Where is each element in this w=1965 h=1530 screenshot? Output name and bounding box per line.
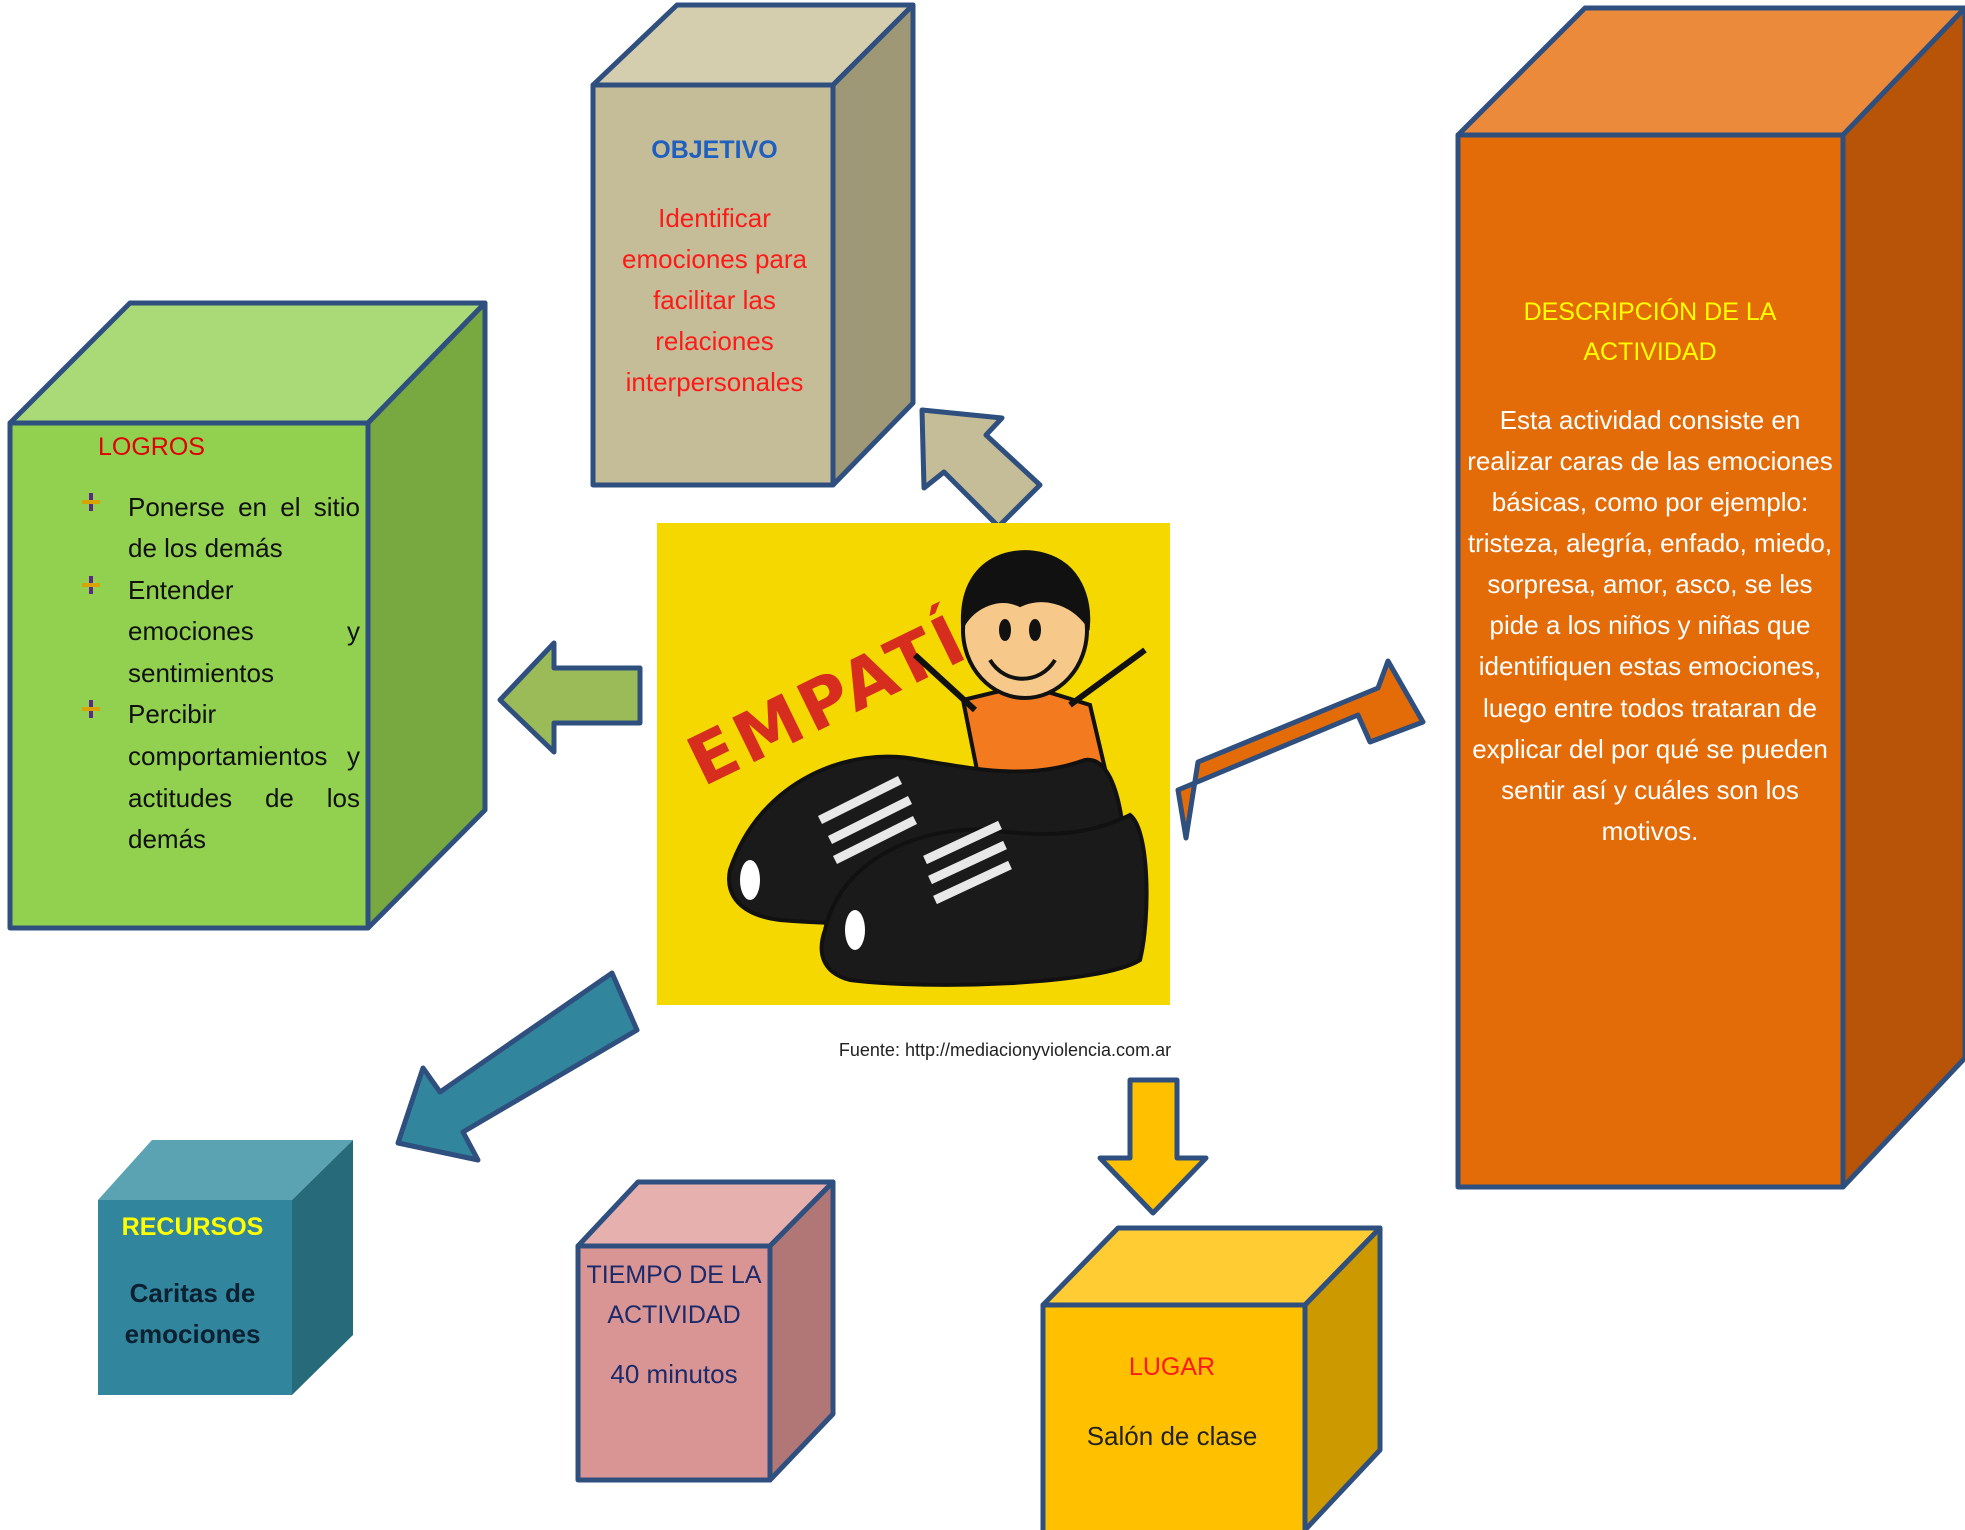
bullet-icon xyxy=(82,700,100,719)
recursos-title: RECURSOS xyxy=(121,1213,264,1241)
empatia-illustration: EMPATÍA xyxy=(657,523,1170,1005)
descripcion-text: Esta actividad consiste en realizar cara… xyxy=(1467,405,1833,846)
tiempo-title: TIEMPO DE LA ACTIVIDAD xyxy=(586,1261,762,1329)
logros-box xyxy=(7,300,488,931)
lugar-title: LUGAR xyxy=(1128,1353,1216,1381)
arrow-to-objetivo xyxy=(919,407,1043,529)
logros-list: Ponerse en el sitio de los demás Entende… xyxy=(30,487,360,861)
recursos-box xyxy=(98,1140,353,1395)
descripcion-box xyxy=(1455,5,1965,1190)
tiempo-content: TIEMPO DE LA ACTIVIDAD 40 minutos xyxy=(580,1255,768,1393)
descripcion-title: DESCRIPCIÓN DE LA ACTIVIDAD xyxy=(1523,298,1777,366)
lugar-box xyxy=(1040,1225,1383,1530)
objetivo-title: OBJETIVO xyxy=(651,136,778,164)
lugar-content: LUGAR Salón de clase xyxy=(1042,1350,1302,1454)
recursos-text: Caritas de emociones xyxy=(124,1277,261,1349)
tiempo-box xyxy=(575,1179,836,1483)
list-item: Ponerse en el sitio de los demás xyxy=(30,487,360,570)
tiempo-text: 40 minutos xyxy=(610,1359,738,1389)
bullet-icon xyxy=(82,575,100,594)
logros-content: LOGROS Ponerse en el sitio de los demás … xyxy=(30,430,360,861)
shoes xyxy=(727,754,1149,987)
bullet-icon xyxy=(82,492,100,511)
arrow-to-descripcion xyxy=(1175,658,1426,841)
image-caption: Fuente: http://mediacionyviolencia.com.a… xyxy=(838,1040,1172,1060)
objetivo-content: OBJETIVO Identificar emociones para faci… xyxy=(592,133,837,403)
objetivo-box xyxy=(590,2,916,488)
arrow-to-lugar xyxy=(1097,1077,1209,1216)
descripcion-content: DESCRIPCIÓN DE LA ACTIVIDAD Esta activid… xyxy=(1460,292,1840,852)
list-item: Entender emociones y sentimientos xyxy=(30,570,360,695)
lugar-text: Salón de clase xyxy=(1086,1420,1258,1451)
arrow-to-logros xyxy=(497,640,643,755)
recursos-content: RECURSOS Caritas de emociones xyxy=(100,1210,285,1355)
objetivo-text: Identificar emociones para facilitar las… xyxy=(622,202,807,397)
logros-title: LOGROS xyxy=(98,433,205,461)
arrow-to-recursos xyxy=(395,970,640,1163)
list-item: Percibir comportamientos y actitudes de … xyxy=(30,694,360,860)
